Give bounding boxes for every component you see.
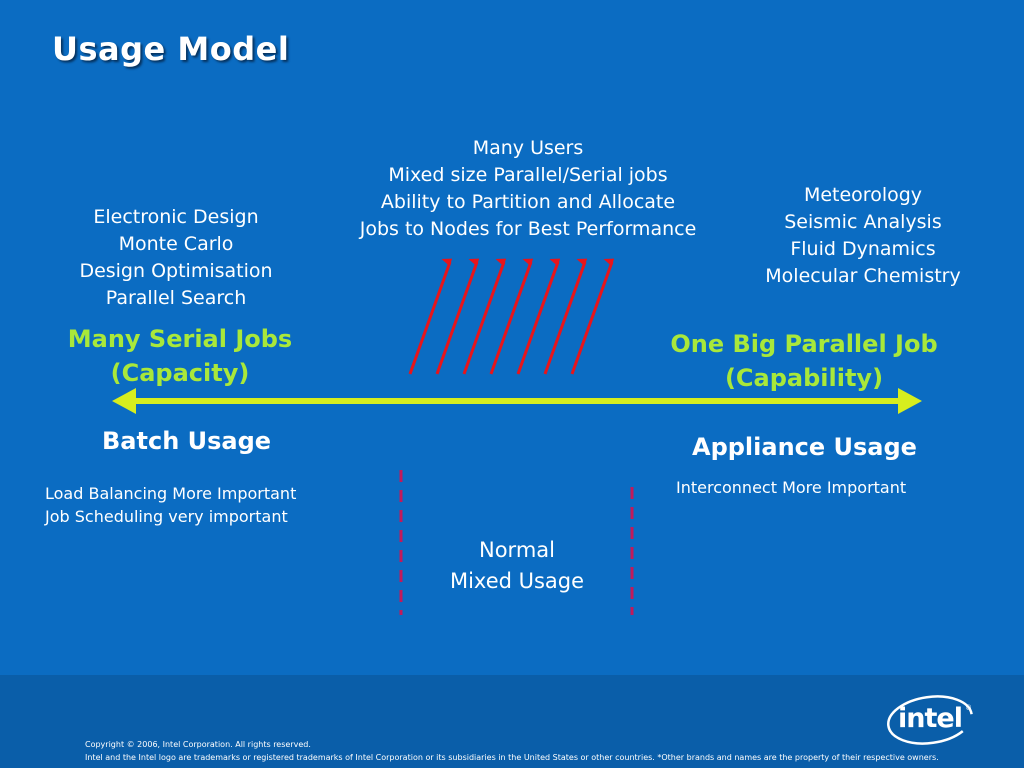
normal-mixed-line: Mixed Usage [449, 569, 585, 593]
top-center-line: Ability to Partition and Allocate [380, 191, 676, 213]
top-center-text: Many Users Mixed size Parallel/Serial jo… [318, 135, 738, 243]
right-app-line: Fluid Dynamics [790, 238, 936, 260]
red-arrow [489, 258, 534, 375]
red-arrow [408, 258, 453, 375]
slide-title: Usage Model [52, 30, 290, 68]
top-center-line: Jobs to Nodes for Best Performance [359, 218, 697, 240]
top-center-line: Many Users [472, 137, 584, 159]
left-app-line: Parallel Search [105, 287, 247, 309]
capacity-heading-line: Many Serial Jobs [67, 325, 293, 353]
right-app-line: Meteorology [803, 184, 923, 206]
capability-heading-line: (Capability) [724, 364, 884, 392]
trademark-text: Intel and the Intel logo are trademarks … [85, 753, 939, 762]
footer-band [0, 675, 1024, 768]
intel-logo-text: intel [898, 703, 963, 734]
red-arrows [408, 258, 615, 375]
capacity-capability-axis-arrow [112, 388, 922, 414]
appliance-note: Interconnect More Important [676, 478, 907, 497]
red-arrow [543, 258, 588, 375]
normal-mixed-line: Normal [479, 538, 555, 562]
intel-logo-swoosh [887, 695, 973, 745]
copyright-text: Copyright © 2006, Intel Corporation. All… [85, 740, 311, 749]
capability-heading: One Big Parallel Job (Capability) [634, 327, 974, 395]
red-arrow [435, 258, 480, 375]
left-app-line: Electronic Design [93, 206, 259, 228]
batch-note-line: Job Scheduling very important [45, 507, 288, 526]
capacity-heading-line: (Capacity) [110, 359, 250, 387]
capacity-heading: Many Serial Jobs (Capacity) [40, 322, 320, 390]
left-app-line: Design Optimisation [79, 260, 273, 282]
left-app-line: Monte Carlo [118, 233, 234, 255]
top-center-line: Mixed size Parallel/Serial jobs [388, 164, 668, 186]
footer-text: Copyright © 2006, Intel Corporation. All… [85, 738, 939, 764]
batch-note-line: Load Balancing More Important [45, 484, 297, 503]
left-applications: Electronic Design Monte Carlo Design Opt… [46, 204, 306, 312]
normal-mixed-usage: Normal Mixed Usage [412, 535, 622, 597]
capability-heading-line: One Big Parallel Job [670, 330, 938, 358]
red-arrow [462, 258, 507, 375]
right-applications: Meteorology Seismic Analysis Fluid Dynam… [740, 182, 986, 290]
red-arrow [570, 258, 615, 375]
appliance-usage-heading: Appliance Usage [692, 433, 917, 461]
right-app-line: Molecular Chemistry [765, 265, 961, 287]
batch-usage-heading: Batch Usage [102, 427, 272, 455]
right-app-line: Seismic Analysis [784, 211, 942, 233]
red-arrow [516, 258, 561, 375]
intel-logo-registered-mark: ® [965, 704, 972, 712]
batch-notes: Load Balancing More Important Job Schedu… [45, 482, 296, 528]
